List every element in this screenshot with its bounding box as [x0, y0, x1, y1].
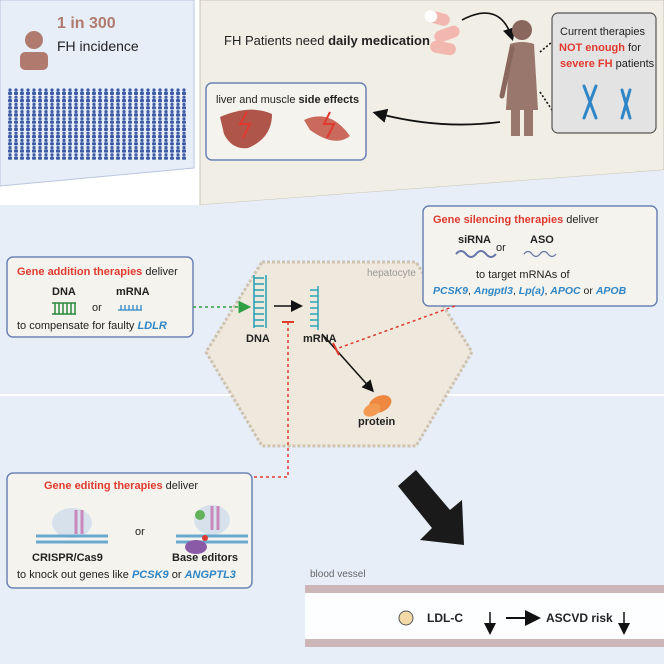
big-arrow-icon — [398, 470, 464, 545]
gene-silencing-aso: ASO — [530, 234, 554, 246]
hepatocyte-label: hepatocyte — [367, 268, 416, 279]
medication-text: FH Patients need daily medication — [224, 33, 430, 48]
cell-mrna-icon — [310, 286, 319, 330]
chromosome-icon — [582, 84, 632, 120]
gene-silencing-or: or — [496, 242, 506, 254]
gene-editing-footer: to knock out genes like PCSK9 or ANGPTL3 — [17, 569, 236, 581]
cell-dna-label: DNA — [246, 333, 270, 345]
gene-editing-base-editors: Base editors — [172, 552, 239, 564]
ldlc-label: LDL-C — [427, 611, 463, 625]
mrna-icon — [118, 305, 142, 311]
pills-icon — [424, 10, 460, 56]
gene-addition-mrna: mRNA — [116, 286, 150, 298]
blood-vessel — [305, 585, 664, 647]
ascvd-label: ASCVD risk — [546, 611, 613, 625]
crispr-icon — [36, 508, 108, 544]
sirna-icon — [455, 250, 497, 258]
cell-mrna-label: mRNA — [303, 333, 337, 345]
cell-dna-icon — [253, 275, 267, 328]
current-therapies-line2: NOT enough for — [559, 42, 641, 54]
gene-silencing-footer: to target mRNAs of — [476, 269, 570, 281]
current-therapies-line1: Current therapies — [560, 26, 645, 38]
side-effects-label: liver and muscle side effects — [216, 94, 360, 106]
population-icons — [8, 88, 186, 160]
gene-silencing-targets: PCSK9, Angptl3, Lp(a), APOC or APOB — [433, 285, 627, 297]
base-editor-icon — [176, 505, 248, 554]
gene-addition-footer: to compensate for faulty LDLR — [17, 320, 167, 332]
aso-icon — [523, 250, 557, 258]
gene-editing-title: Gene editing therapies deliver — [44, 480, 199, 492]
current-therapies-line3: severe FH patients — [560, 58, 655, 70]
incidence-panel — [0, 0, 195, 187]
incidence-label: FH incidence — [57, 38, 139, 54]
gene-editing-or: or — [135, 526, 145, 538]
cell-protein-label: protein — [358, 416, 396, 428]
muscle-icon — [304, 111, 350, 141]
gene-silencing-sirna: siRNA — [458, 234, 492, 246]
gene-addition-or: or — [92, 302, 102, 314]
gene-silencing-title: Gene silencing therapies deliver — [433, 214, 599, 226]
liver-icon — [220, 109, 272, 149]
gene-editing-crispr: CRISPR/Cas9 — [32, 552, 103, 564]
protein-icon — [363, 395, 392, 417]
blood-vessel-label: blood vessel — [310, 569, 366, 580]
gene-addition-title: Gene addition therapies deliver — [17, 266, 178, 278]
person-icon — [20, 31, 48, 70]
patient-figure — [499, 20, 538, 136]
ldl-particle-icon — [398, 610, 414, 626]
incidence-ratio: 1 in 300 — [57, 15, 116, 32]
gene-addition-dna: DNA — [52, 286, 76, 298]
dna-icon — [52, 302, 76, 315]
